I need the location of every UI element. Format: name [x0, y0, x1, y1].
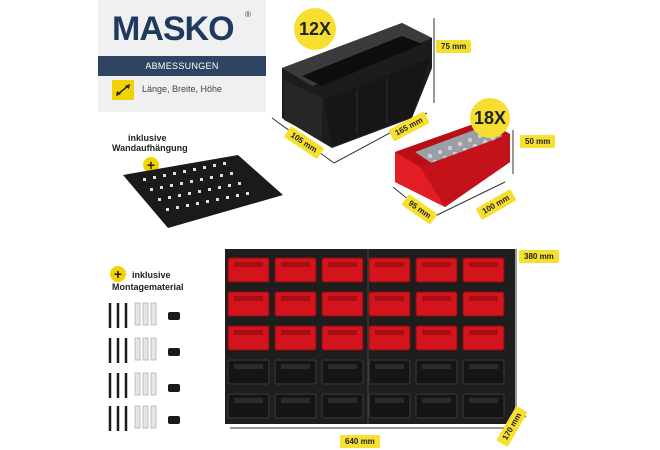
red-bin-lip [469, 262, 498, 267]
red-bin-lip [328, 330, 357, 335]
black-bin-lip [469, 398, 498, 403]
wall-panel-illustration [123, 155, 283, 228]
black-bin-illustration [271, 18, 435, 164]
black-bin-lip [281, 364, 310, 369]
red-bin-count-badge: 18X [470, 98, 510, 138]
red-bin-lip [328, 296, 357, 301]
plus-icon: + [143, 157, 159, 173]
red-bin-lip [281, 330, 310, 335]
red-bin-lip [469, 296, 498, 301]
black-bin-lip [328, 398, 357, 403]
red-bin-lip [375, 330, 404, 335]
black-bin-lip [234, 398, 263, 403]
red-bin-lip [281, 262, 310, 267]
plus-icon: + [110, 266, 126, 282]
black-bin-lip [328, 364, 357, 369]
wall-mount-label-line2: Wandaufhängung [112, 143, 188, 153]
black-bin-count-badge: 12X [294, 8, 336, 50]
rack-width-label: 640 mm [340, 435, 380, 448]
red-bin-lip [422, 330, 451, 335]
mounting-label-line1: inklusive [132, 270, 171, 280]
red-bin-lip [375, 296, 404, 301]
black-bin-lip [469, 364, 498, 369]
rack-dimension-lines [230, 249, 527, 429]
mounting-label-line2: Montagematerial [112, 282, 184, 292]
red-bin-lip [469, 330, 498, 335]
red-bin-lip [234, 296, 263, 301]
dimensions-caption: Länge, Breite, Höhe [142, 84, 223, 94]
black-bin-lip [375, 398, 404, 403]
brand-registered-mark: ® [245, 10, 251, 19]
wall-rack-with-bins [225, 249, 515, 424]
black-bin-lip [281, 398, 310, 403]
black-bin-lip [234, 364, 263, 369]
red-bin-lip [281, 296, 310, 301]
red-bin-lip [422, 262, 451, 267]
black-bin-lip [422, 364, 451, 369]
screws-dowels-illustration [108, 302, 180, 431]
red-bin-height-label: 50 mm [520, 135, 556, 148]
resize-arrow-icon [112, 80, 134, 100]
brand-logo: MASKO [112, 10, 235, 48]
red-bin-lip [234, 262, 263, 267]
red-bin-lip [234, 330, 263, 335]
black-bin-height-label: 75 mm [436, 40, 472, 53]
black-bin-lip [375, 364, 404, 369]
red-bin-lip [328, 262, 357, 267]
wall-mount-label-line1: inklusive [128, 133, 167, 143]
red-bin-lip [422, 296, 451, 301]
red-bin-lip [375, 262, 404, 267]
section-title: ABMESSUNGEN [98, 56, 266, 76]
rack-height-label: 380 mm [519, 250, 559, 263]
black-bin-lip [422, 398, 451, 403]
